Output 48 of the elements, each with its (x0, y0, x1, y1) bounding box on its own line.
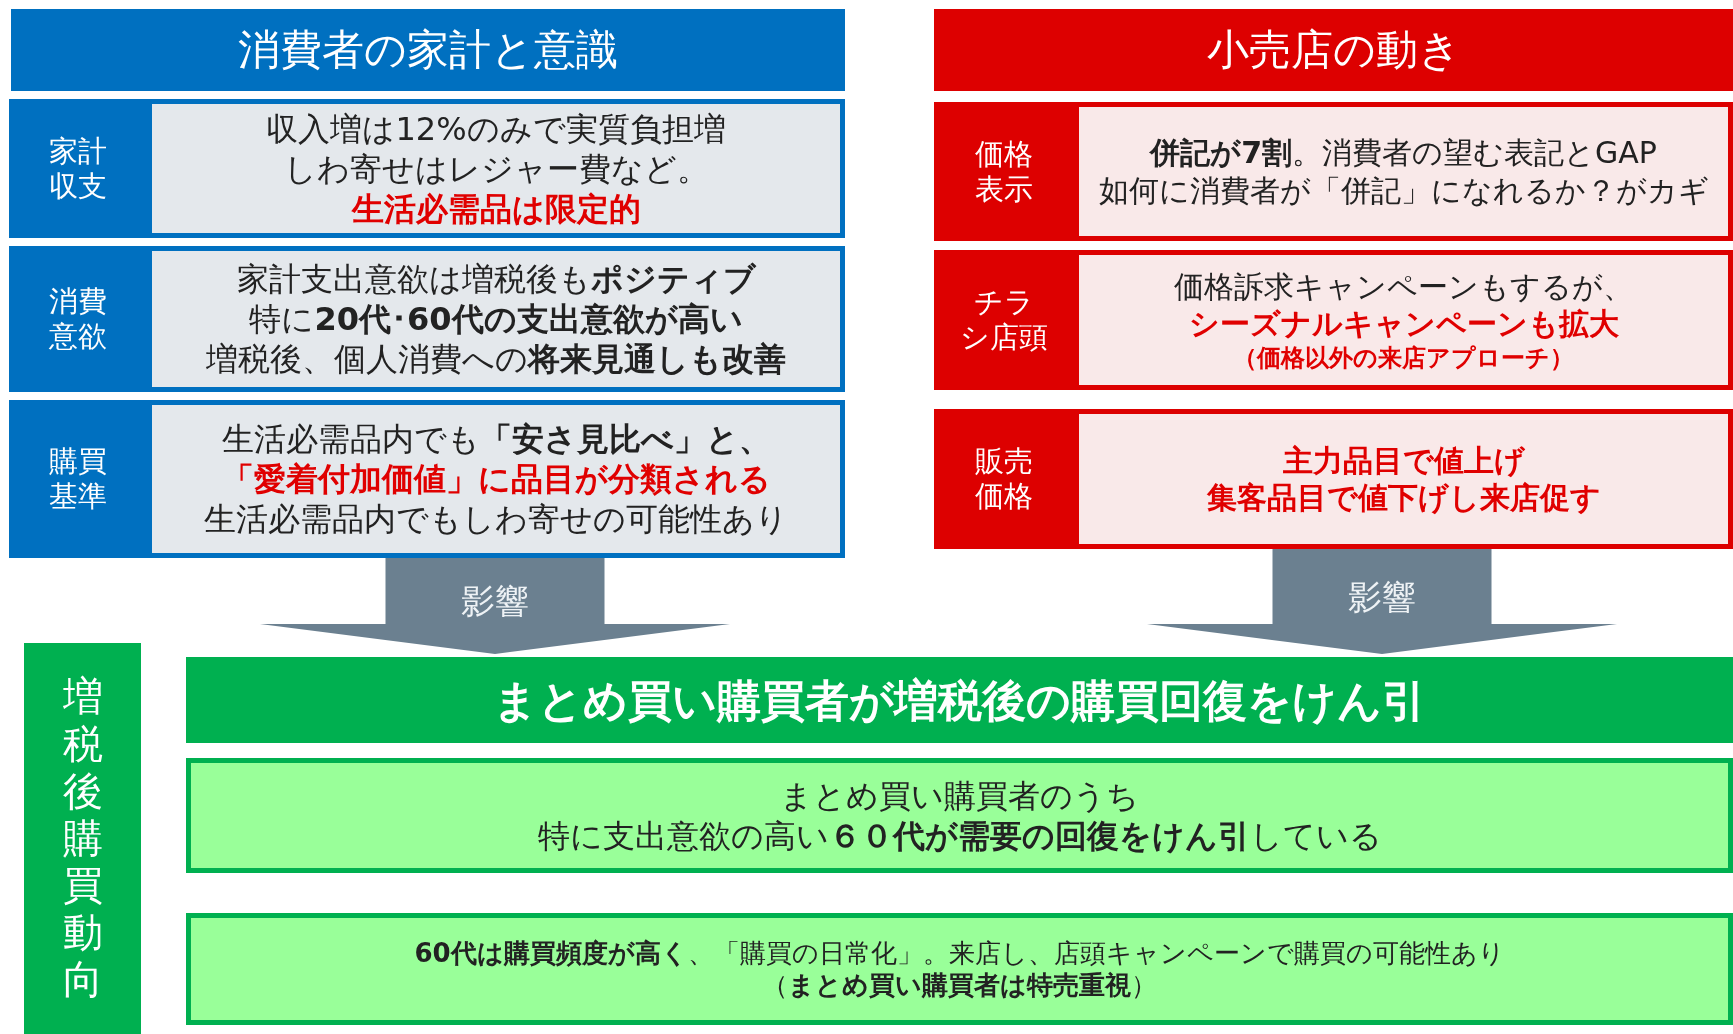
text-line: 増税後、個人消費への将来見通しも改善 (206, 339, 786, 379)
text-line: 特に20代･60代の支出意欲が高い (249, 299, 743, 339)
section-header (934, 9, 1733, 91)
text-line: シーズナルキャンペーンも拡大 (1188, 305, 1619, 343)
text-panel (186, 758, 1733, 873)
row-label-tab (9, 246, 147, 392)
title-banner (186, 657, 1733, 743)
row-label-tab (9, 99, 147, 238)
text-panel (1074, 409, 1733, 549)
row-label: 販売価格 (974, 444, 1034, 514)
row-label: 価格表示 (974, 136, 1034, 207)
text-line: 特に支出意欲の高い６０代が需要の回復をけん引している (537, 815, 1382, 856)
text-line: （価格以外の来店アプローチ） (1233, 342, 1574, 373)
text-line: しわ寄せはレジャー費など。 (283, 148, 709, 189)
row-label: チラシ店頭 (959, 285, 1049, 355)
row-label-tab (9, 400, 147, 558)
text-panel (1074, 250, 1733, 390)
text-line: まとめ買い購買者のうち (780, 775, 1139, 816)
text-panel (147, 246, 845, 392)
header-title: 小売店の動き (1206, 23, 1461, 76)
text-line: 集客品目で値下げし来店促す (1206, 479, 1601, 517)
row-label: 消費意欲 (48, 284, 108, 354)
text-panel (186, 913, 1733, 1025)
row-label: 購買基準 (48, 444, 108, 514)
text-line: 生活必需品内でも「安さ見比べ」と、 (221, 419, 771, 459)
side-banner (24, 643, 141, 1034)
row-label-tab (934, 250, 1074, 390)
text-line: 収入増は12%のみで実質負担増 (266, 108, 726, 149)
text-line: 家計支出意欲は増税後もポジティブ (236, 259, 756, 299)
banner-title: まとめ買い購買者が増税後の購買回復をけん引 (493, 673, 1426, 728)
header-title: 消費者の家計と意識 (238, 23, 618, 76)
text-line: 60代は購買頻度が高く、「購買の日常化」。来店し、店頭キャンペーンで購買の可能性あり (414, 936, 1505, 969)
text-line: 生活必需品内でもしわ寄せの可能性あり (204, 499, 788, 539)
section-header (11, 9, 845, 91)
text-line: 併記が7割。消費者の望む表記とGAP (1150, 134, 1657, 172)
text-line: 価格訴求キャンペーンもするが、 (1174, 267, 1633, 305)
text-line: 「愛着付加価値」に品目が分類される (221, 459, 771, 499)
text-panel (147, 99, 845, 238)
banner-label: 増税後購買動向 (61, 673, 104, 1004)
text-line: （まとめ買い購買者は特売重視） (762, 969, 1157, 1002)
row-label-tab (934, 102, 1074, 241)
text-panel (1074, 102, 1733, 241)
row-label: 家計収支 (48, 133, 108, 204)
text-line: 生活必需品は限定的 (351, 188, 641, 229)
text-line: 如何に消費者が「併記」になれるか？がカギ (1098, 171, 1709, 209)
row-label-tab (934, 409, 1074, 549)
text-panel (147, 400, 845, 558)
text-line: 主力品目で値上げ (1282, 441, 1525, 479)
